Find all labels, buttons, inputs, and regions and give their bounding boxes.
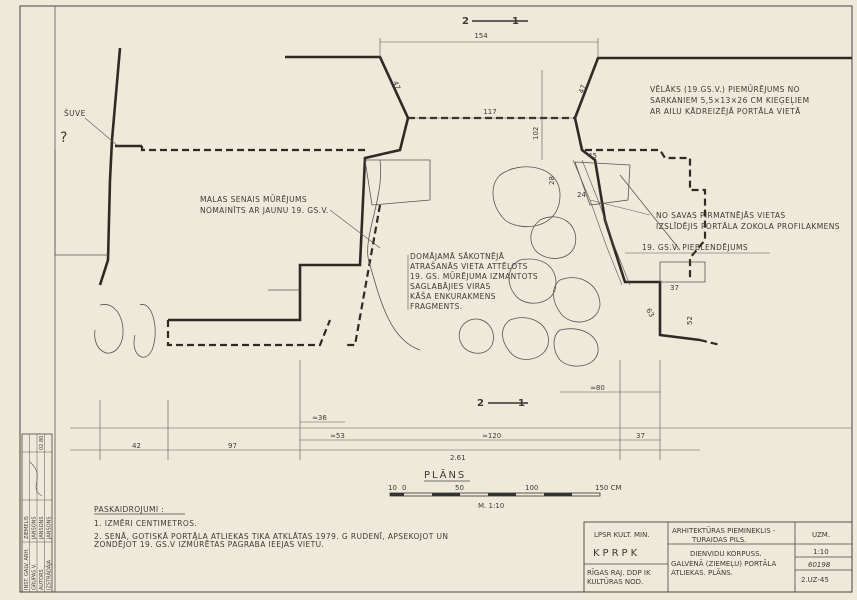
- label-suve: ŠUVE: [64, 109, 86, 118]
- dim-47-right: 47: [577, 84, 588, 95]
- svg-text:150 CM: 150 CM: [595, 484, 622, 492]
- dim-37-bottom: 37: [636, 432, 645, 440]
- dim-24: 24: [577, 191, 586, 199]
- svg-text:02.80: 02.80: [39, 436, 45, 450]
- svg-text:KPRPK: KPRPK: [593, 548, 640, 559]
- svg-text:FRAGMENTS.: FRAGMENTS.: [410, 302, 463, 311]
- label-no-savas-1: NO SAVAS PIRMATNĒJĀS VIETAS: [656, 211, 786, 220]
- svg-text:60198: 60198: [808, 561, 831, 569]
- svg-text:TURAIDAS PILS.: TURAIDAS PILS.: [691, 536, 746, 544]
- svg-text:DIENVIDU KORPUSS.: DIENVIDU KORPUSS.: [690, 550, 762, 558]
- scale-bar: 10 0 50 100 150 CM: [388, 484, 622, 497]
- svg-text:SAGLABĀJIES VIRAS: SAGLABĀJIES VIRAS: [410, 282, 491, 291]
- plan-scale: M. 1:10: [478, 502, 504, 510]
- svg-text:0: 0: [402, 484, 406, 492]
- svg-text:2: 2: [462, 16, 469, 27]
- svg-text:RĪGAS RAJ. DDP IK: RĪGAS RAJ. DDP IK: [587, 568, 651, 577]
- svg-text:100: 100: [525, 484, 538, 492]
- label-question: ?: [60, 130, 67, 146]
- notes-heading: PASKAIDROJUMI :: [94, 505, 164, 514]
- label-pieblendejums: 19. GS.V. PIEBLENDĒJUMS: [642, 243, 748, 252]
- label-no-savas-2: IZSLĪDĒJIS PORTĀLA ZOKOLA PROFILAKMENS: [656, 222, 840, 231]
- sheet-frame: [19, 5, 853, 593]
- thin-outlines: [54, 150, 706, 367]
- svg-text:2: 2: [477, 398, 484, 409]
- svg-text:LPSR KULT. MIN.: LPSR KULT. MIN.: [594, 531, 650, 539]
- label-malas-1: MALAS SENAIS MŪRĒJUMS: [200, 195, 307, 204]
- section-mark-bottom: 2 1: [477, 398, 528, 409]
- svg-text:10: 10: [388, 484, 397, 492]
- side-stamp: INST. GALV. ARH. GRUPAS V. AUTORS IZSTRĀ…: [21, 433, 53, 593]
- svg-text:DOMĀJAMĀ SĀKOTNĒJĀ: DOMĀJAMĀ SĀKOTNĒJĀ: [410, 252, 505, 261]
- svg-text:ARHITEKTŪRAS PIEMINEKLIS -: ARHITEKTŪRAS PIEMINEKLIS -: [672, 526, 776, 535]
- crack-hatching: [572, 159, 651, 286]
- svg-text:ZIEMELIS: ZIEMELIS: [24, 516, 30, 539]
- dim-97: 97: [228, 442, 237, 450]
- dim-102: 102: [532, 127, 540, 140]
- dim-28: 28: [548, 176, 556, 185]
- dim-42: 42: [132, 442, 141, 450]
- label-malas-2: NOMAINĪTS AR JAUNU 19. GS.V.: [200, 206, 329, 215]
- dim-52: 52: [686, 316, 694, 325]
- label-domajama: DOMĀJAMĀ SĀKOTNĒJĀ ATRAŠANĀS VIETA ATTĒL…: [407, 252, 538, 311]
- svg-text:1: 1: [518, 398, 525, 409]
- svg-text:GRUPAS V.: GRUPAS V.: [32, 563, 38, 590]
- svg-text:ATLIEKAS. PLĀNS.: ATLIEKAS. PLĀNS.: [671, 568, 733, 577]
- signature: [29, 461, 43, 497]
- dim-45: 45: [588, 152, 597, 160]
- plan-title: PLĀNS: [424, 468, 466, 481]
- svg-text:ATRAŠANĀS VIETA ATTĒLOTS: ATRAŠANĀS VIETA ATTĒLOTS: [410, 262, 528, 271]
- dimension-lines: [70, 38, 852, 460]
- note-2-cont: ZONDĒJOT 19. GS.V IZMŪRĒTAS PAGRABA IEEJ…: [94, 540, 324, 549]
- svg-text:KULTŪRAS NOD.: KULTŪRAS NOD.: [587, 577, 643, 586]
- svg-text:1:10: 1:10: [813, 548, 829, 556]
- svg-text:KĀŠA ENKURAKMENS: KĀŠA ENKURAKMENS: [410, 292, 496, 301]
- label-velaks-1: VĒLĀKS (19.GS.V.) PIEMŪRĒJUMS NO: [650, 85, 800, 94]
- svg-text:INST. GALV. ARH.: INST. GALV. ARH.: [24, 548, 30, 590]
- svg-text:50: 50: [455, 484, 464, 492]
- dim-47-left: 47: [391, 80, 402, 91]
- svg-text:IZSTRĀDĀJA: IZSTRĀDĀJA: [46, 559, 53, 590]
- dim-63: 63: [644, 307, 655, 319]
- svg-text:1: 1: [512, 16, 519, 27]
- note-2: 2. SENĀ, GOTISKĀ PORTĀLA ATLIEKAS TIKA A…: [94, 532, 448, 541]
- note-1: 1. IZMĒRI CENTIMETROS.: [94, 519, 197, 528]
- svg-text:JANSONS: JANSONS: [47, 516, 53, 540]
- svg-text:2.UZ-45: 2.UZ-45: [801, 576, 829, 584]
- dim-approx120: ≈120: [482, 432, 501, 440]
- title-block: LPSR KULT. MIN. KPRPK RĪGAS RAJ. DDP IK …: [583, 521, 853, 593]
- label-velaks-2: SARKANIEM 5,5×13×26 CM KIEĢEĻIEM: [650, 96, 809, 106]
- label-velaks-3: AR AILU KĀDREIZĒJĀ PORTĀLA VIETĀ: [650, 107, 801, 116]
- svg-text:UZM.: UZM.: [812, 531, 830, 539]
- dim-117: 117: [483, 108, 496, 116]
- svg-text:GALVENĀ (ZIEMEĻU) PORTĀLA: GALVENĀ (ZIEMEĻU) PORTĀLA: [671, 559, 776, 569]
- dim-approx80: ≈80: [590, 384, 605, 392]
- dim-total: 2.61: [450, 454, 466, 462]
- svg-text:19. GS. MŪRĒJUMA IZMANTOTS: 19. GS. MŪRĒJUMA IZMANTOTS: [410, 272, 538, 281]
- section-mark-top: 2 1: [462, 16, 528, 27]
- dim-37-right: 37: [670, 284, 679, 292]
- svg-text:JANSONS: JANSONS: [32, 516, 38, 540]
- svg-text:AUTORS: AUTORS: [39, 569, 45, 590]
- dim-154: 154: [474, 32, 488, 40]
- svg-text:JANSONS: JANSONS: [39, 516, 45, 540]
- dim-approx36: ≈36: [312, 414, 327, 422]
- dim-approx53: ≈53: [330, 432, 345, 440]
- wall-outline: [98, 47, 852, 342]
